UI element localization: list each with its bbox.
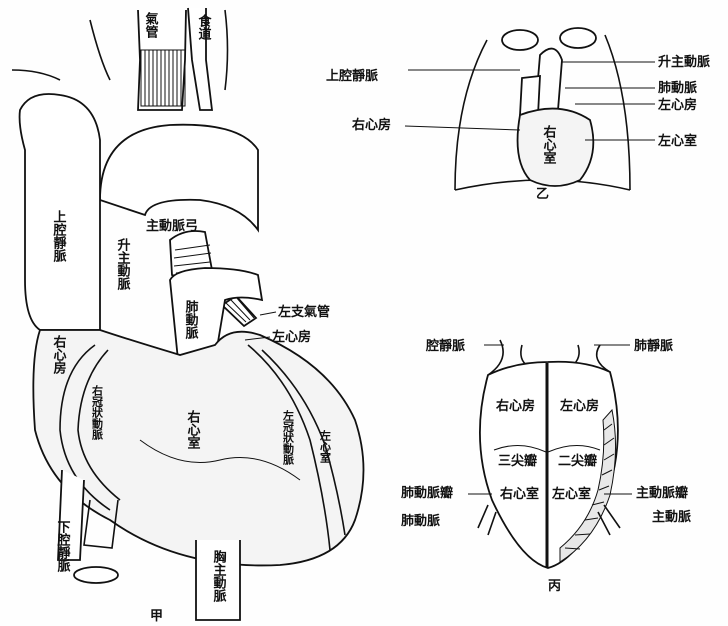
c-label-right-ventricle: 右心室 <box>499 486 539 502</box>
c-aorta-outflow-a <box>604 505 620 528</box>
label-left-atrium: 左心房 <box>272 329 311 345</box>
b-label-pulmonary-artery: 肺動脈 <box>658 80 697 96</box>
caption-c: 丙 <box>548 579 561 594</box>
b-vessel-right <box>560 28 596 48</box>
b-leader-right-atrium <box>405 126 520 130</box>
label-thoracic-aorta: 胸主動脈 <box>211 549 227 603</box>
c-aorta-outflow-b <box>598 512 610 535</box>
label-ascending-aorta: 升主動脈 <box>115 237 131 291</box>
b-svc-shape <box>520 76 540 115</box>
left-bronchus-shape <box>222 296 256 326</box>
ivc-opening <box>74 567 118 583</box>
thorax-left-outline <box>455 40 487 190</box>
c-pulmonary-outflow-a <box>478 505 488 528</box>
b-label-ascending-aorta: 升主動脈 <box>658 54 710 70</box>
vessel-left-top <box>12 70 60 80</box>
c-pulmonary-outflow-b <box>488 512 496 535</box>
label-trachea: 氣管 <box>143 11 159 39</box>
c-label-pulmonary-valve: 肺動脈瓣 <box>401 485 453 501</box>
c-label-aortic-valve: 主動脈瓣 <box>636 485 688 501</box>
c-label-left-ventricle: 左心室 <box>552 486 591 502</box>
label-right-ventricle: 右心室 <box>185 409 202 450</box>
caption-a: 甲 <box>150 609 163 624</box>
b-label-right-ventricle: 右心室 <box>541 124 558 165</box>
figure-a: 氣管 食道 主動脈弓 上腔靜脈 升主動脈 肺動脈 左支氣管 左心房 右心房 右冠… <box>12 8 364 624</box>
c-label-pulmonary-artery: 肺動脈 <box>401 513 440 529</box>
label-left-bronchus: 左支氣管 <box>278 304 330 320</box>
label-left-ventricle: 左心室 <box>319 429 333 463</box>
b-vessel-left <box>502 30 538 50</box>
label-left-coronary: 左冠狀動脈 <box>282 409 296 466</box>
c-label-tricuspid: 三尖瓣 <box>498 453 537 469</box>
label-aortic-arch: 主動脈弓 <box>146 218 198 234</box>
label-right-coronary: 右冠狀動脈 <box>91 384 105 441</box>
c-label-pulmonary-vein: 肺靜脈 <box>634 338 673 354</box>
caption-b: 乙 <box>536 187 549 202</box>
c-label-bicuspid: 二尖瓣 <box>558 453 597 469</box>
c-label-aorta: 主動脈 <box>652 509 691 525</box>
b-label-svc: 上腔靜脈 <box>326 68 378 84</box>
c-label-right-atrium: 右心房 <box>495 398 535 414</box>
figure-b: 升主動脈 上腔靜脈 肺動脈 左心房 右心房 右心室 左心室 乙 <box>326 28 710 202</box>
c-label-vena-cava: 腔靜脈 <box>425 338 465 354</box>
leader-left-bronchus <box>260 312 276 315</box>
vessel-branch-right <box>225 10 228 90</box>
aortic-arch-shape <box>100 125 258 230</box>
b-label-left-atrium: 左心房 <box>658 97 697 113</box>
label-svc: 上腔靜脈 <box>51 210 68 263</box>
c-label-left-atrium: 左心房 <box>560 398 599 414</box>
label-right-atrium: 右心房 <box>51 334 68 375</box>
label-pulmonary-artery: 肺動脈 <box>183 299 199 340</box>
vessel-branch-left <box>90 20 110 80</box>
b-label-left-ventricle: 左心室 <box>658 133 697 149</box>
label-ivc: 下腔靜脈 <box>55 520 72 573</box>
thorax-right-outline <box>605 35 630 190</box>
label-esophagus: 食道 <box>196 13 212 41</box>
figure-c: 腔靜脈 肺靜脈 右心房 左心房 三尖瓣 二尖瓣 肺動脈瓣 右心室 左心室 主動脈… <box>401 338 691 594</box>
b-label-right-atrium: 右心房 <box>351 117 391 133</box>
